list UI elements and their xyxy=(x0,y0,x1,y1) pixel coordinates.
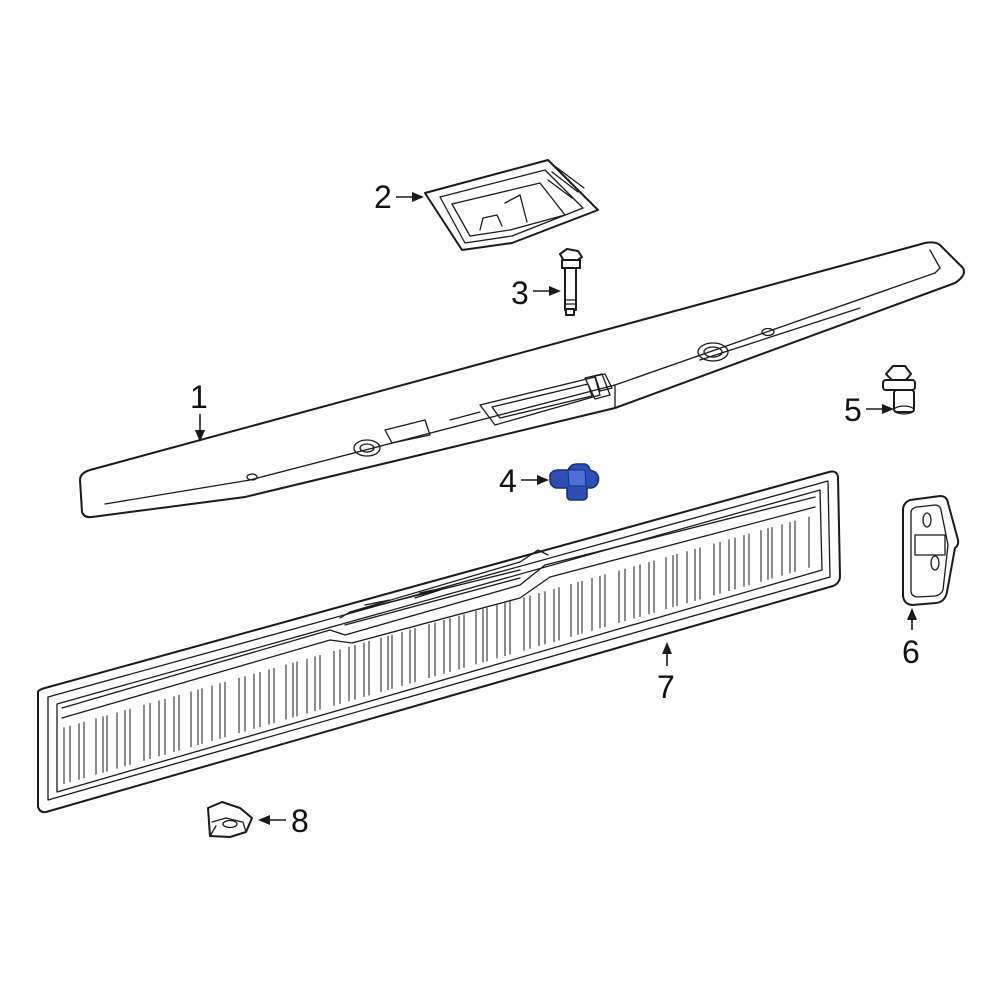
callout-label-3: 3 xyxy=(511,275,529,311)
callout-label-1: 1 xyxy=(190,379,208,415)
callout-label-8: 8 xyxy=(291,803,309,839)
part-4-clip[interactable] xyxy=(549,463,600,501)
callout-4: 4 xyxy=(499,463,549,499)
callout-6: 6 xyxy=(902,608,920,670)
callout-1: 1 xyxy=(190,379,208,442)
callout-label-6: 6 xyxy=(902,634,920,670)
part-1-applique-panel[interactable] xyxy=(79,241,965,519)
part-6-bracket[interactable] xyxy=(902,495,960,606)
callout-label-2: 2 xyxy=(374,179,392,215)
part-5-bolt[interactable] xyxy=(882,365,916,415)
part-2-handle-bezel[interactable] xyxy=(424,159,599,251)
part-3-bolt[interactable] xyxy=(559,248,583,316)
callout-label-5: 5 xyxy=(844,392,862,428)
callout-2: 2 xyxy=(374,179,424,215)
callout-5: 5 xyxy=(844,392,894,428)
part-7-trim-panel[interactable] xyxy=(37,470,841,814)
callout-8: 8 xyxy=(258,803,309,839)
callout-label-4: 4 xyxy=(499,463,517,499)
callout-label-7: 7 xyxy=(657,669,675,705)
callout-7: 7 xyxy=(657,642,675,705)
callout-3: 3 xyxy=(511,275,561,311)
part-8-nut[interactable] xyxy=(207,801,253,838)
trim-panel-ribs xyxy=(63,516,810,784)
